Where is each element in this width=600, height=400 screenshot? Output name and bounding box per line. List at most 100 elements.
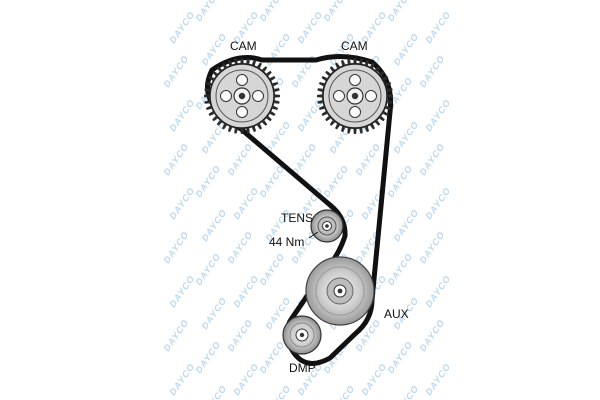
damper-pulley xyxy=(282,315,322,355)
aux-label: AUX xyxy=(384,307,409,321)
sprocket-tooth xyxy=(359,128,363,134)
sprocket-tooth xyxy=(272,81,279,87)
sprocket-tooth xyxy=(204,88,210,92)
sprocket-tooth xyxy=(385,81,392,87)
sprocket-tooth xyxy=(274,94,280,98)
cam-sprocket-left xyxy=(204,58,280,134)
watermark-text: DAYCO xyxy=(199,207,228,243)
watermark-text: DAYCO xyxy=(257,163,286,199)
sprocket-tooth xyxy=(269,76,276,81)
sprocket-tooth xyxy=(370,62,375,69)
sprocket-tooth xyxy=(347,58,351,64)
watermark-text: DAYCO xyxy=(423,273,452,309)
sprocket-tooth xyxy=(325,70,331,77)
watermark-text: DAYCO xyxy=(289,0,318,1)
sprocket-tooth xyxy=(379,70,385,77)
watermark-text: DAYCO xyxy=(193,0,222,23)
watermark-text: DAYCO xyxy=(391,31,420,67)
watermark-text: DAYCO xyxy=(423,361,452,397)
sprocket-tooth xyxy=(261,120,268,126)
watermark-text: DAYCO xyxy=(231,361,260,397)
watermark-text: DAYCO xyxy=(353,0,382,1)
sprocket-tooth xyxy=(240,58,244,64)
sprocket-holes xyxy=(333,74,377,118)
sprocket-tooth xyxy=(205,81,212,87)
sprocket-tooth xyxy=(234,128,238,134)
sprocket-tooth xyxy=(387,94,393,98)
sprocket-tooth xyxy=(257,123,262,130)
aux-pulley xyxy=(305,256,375,326)
watermark-text: DAYCO xyxy=(193,339,222,375)
watermark-text: DAYCO xyxy=(161,229,190,265)
sprocket-tooth xyxy=(318,105,325,111)
watermark-text: DAYCO xyxy=(353,141,382,177)
sprocket-tooth xyxy=(382,111,389,116)
sprocket-tooth xyxy=(359,58,363,64)
sprocket-tooth xyxy=(240,128,244,134)
sprocket-tooth xyxy=(246,128,250,134)
watermark-text: DAYCO xyxy=(225,0,254,1)
watermark-text: DAYCO xyxy=(161,0,190,1)
sprocket-tooth xyxy=(329,66,336,72)
torque-leader-line xyxy=(308,231,319,239)
watermark-text: DAYCO xyxy=(225,229,254,265)
sprocket-tooth xyxy=(317,94,323,98)
watermark-text: DAYCO xyxy=(193,163,222,199)
watermark-text: DAYCO xyxy=(423,97,452,133)
watermark-text: DAYCO xyxy=(161,53,190,89)
sprocket-tooth xyxy=(317,88,323,92)
watermark-text: DAYCO xyxy=(225,141,254,177)
watermark-text: DAYCO xyxy=(385,339,414,375)
sprocket-tooth xyxy=(325,115,331,122)
sprocket-tooth xyxy=(251,59,257,66)
sprocket-tooth xyxy=(321,76,328,81)
hub-center xyxy=(351,92,359,100)
sprocket-tooth xyxy=(379,115,385,122)
sprocket-tooth xyxy=(272,105,279,111)
watermark-text: DAYCO xyxy=(321,0,350,23)
sprocket-tooth xyxy=(387,88,393,92)
watermark-text: DAYCO xyxy=(417,317,446,353)
sprocket-tooth xyxy=(335,123,340,130)
watermark-text: DAYCO xyxy=(321,163,350,199)
cam-left-label: CAM xyxy=(230,39,257,53)
watermark-text: DAYCO xyxy=(167,361,196,397)
sprocket-tooth xyxy=(387,100,393,104)
watermark-text: DAYCO xyxy=(263,383,292,400)
sprocket-tooth xyxy=(216,120,223,126)
sprocket-tooth xyxy=(374,120,381,126)
watermark-text: DAYCO xyxy=(417,53,446,89)
sprocket-tooth xyxy=(257,62,262,69)
sprocket-tooth xyxy=(246,58,250,64)
watermark-text: DAYCO xyxy=(295,9,324,45)
watermark-text: DAYCO xyxy=(359,361,388,397)
sprocket-tooth xyxy=(266,70,272,77)
sprocket-tooth xyxy=(318,81,325,87)
watermark-text: DAYCO xyxy=(161,317,190,353)
watermark-text: DAYCO xyxy=(385,163,414,199)
watermark-text: DAYCO xyxy=(423,9,452,45)
sprocket-tooth xyxy=(364,59,370,66)
sprocket-tooth xyxy=(353,128,357,134)
sprocket-holes xyxy=(220,74,264,118)
watermark-text: DAYCO xyxy=(327,383,356,400)
watermark-text: DAYCO xyxy=(417,229,446,265)
sprocket-tooth xyxy=(382,76,389,81)
watermark-text: DAYCO xyxy=(417,0,446,1)
sprocket-tooth xyxy=(353,58,357,64)
watermark-text: DAYCO xyxy=(167,97,196,133)
sprocket-tooth xyxy=(208,111,215,116)
tensioner-pulley xyxy=(310,209,344,243)
watermark-text: DAYCO xyxy=(391,119,420,155)
tensioner-label: TENS xyxy=(281,211,313,225)
sprocket-tooth xyxy=(234,58,238,64)
watermark-text: DAYCO xyxy=(161,141,190,177)
sprocket-tooth xyxy=(212,115,218,122)
sprocket-tooth xyxy=(347,128,351,134)
watermark-text: DAYCO xyxy=(167,273,196,309)
cam-right-label: CAM xyxy=(341,39,368,53)
watermark-text: DAYCO xyxy=(385,251,414,287)
sprocket-rim xyxy=(215,69,269,123)
watermark-text: DAYCO xyxy=(257,0,286,23)
